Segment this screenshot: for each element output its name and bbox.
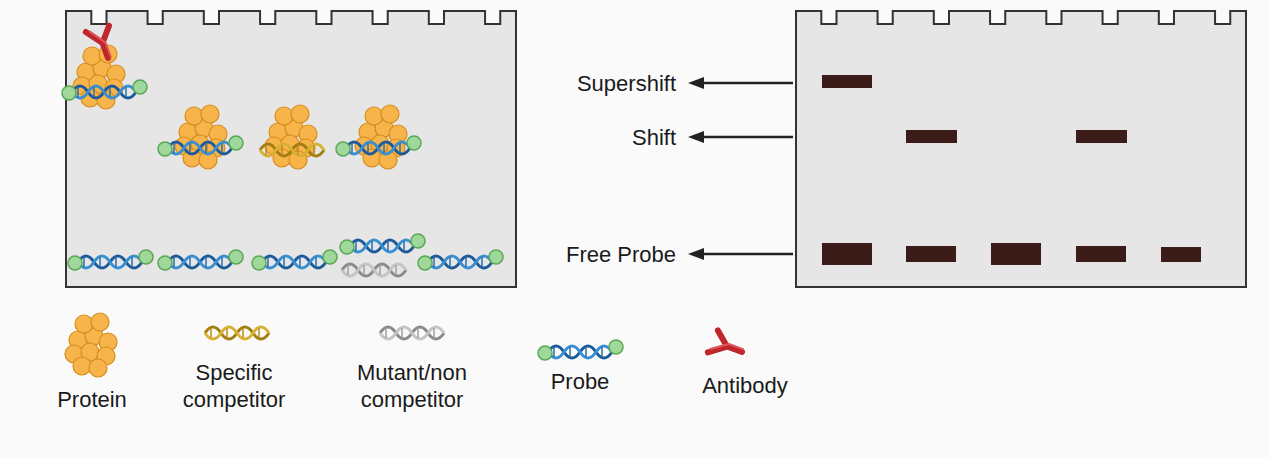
legend-entry: Probe [505, 368, 655, 395]
legend-text: Antibody [702, 373, 788, 398]
gel-outline [796, 11, 1246, 287]
legend-entry: Protein [17, 386, 167, 413]
legend-text: Specific competitor [183, 360, 286, 412]
legend-text: Protein [57, 387, 127, 412]
legend-entry: Specific competitor [159, 359, 309, 413]
legend-text: Mutant/non competitor [357, 360, 467, 412]
gel-outline [66, 11, 516, 287]
band-label: Shift [632, 124, 676, 151]
legend-entry: Antibody [670, 372, 820, 399]
legend-entry: Mutant/non competitor [337, 359, 487, 413]
legend-text: Probe [551, 369, 610, 394]
band-label: Free Probe [566, 241, 676, 268]
band-label: Supershift [577, 70, 676, 97]
